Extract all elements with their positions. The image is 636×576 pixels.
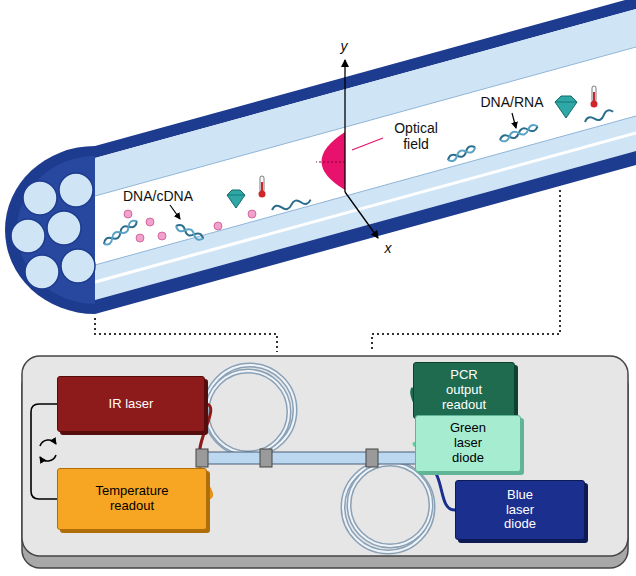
drawing-part <box>584 109 614 125</box>
drawing-part <box>40 455 56 461</box>
drawing-part <box>175 223 205 241</box>
leader-line <box>170 205 180 219</box>
tube-end-cap <box>5 146 95 314</box>
thermometer-icon <box>591 86 598 108</box>
box-label: Temperature readout <box>82 484 182 514</box>
fiber-connector <box>196 449 432 467</box>
drawing-part <box>61 249 95 283</box>
dna-helix <box>499 124 539 143</box>
leader-line <box>352 138 383 150</box>
drawing-part <box>499 124 539 143</box>
drawing-part <box>447 145 477 163</box>
fiber-cores <box>11 173 95 289</box>
drawing-part <box>343 462 433 552</box>
thermometer-icon <box>259 176 266 198</box>
drawing-part <box>196 449 208 467</box>
box-label: Green laser diode <box>442 421 494 466</box>
drawing-part <box>592 86 596 102</box>
callout-label: Optical field <box>384 120 448 152</box>
drawing-part <box>207 371 289 453</box>
drawing-part <box>366 449 378 467</box>
drawing-part <box>23 181 57 215</box>
x-axis <box>345 192 378 238</box>
readout-box: Temperature readout <box>57 468 207 530</box>
feedback-icon <box>40 440 56 461</box>
tube-edge <box>95 116 636 265</box>
zoom-bracket <box>372 190 560 352</box>
drawing-part <box>214 222 222 230</box>
laser-box: Green laser diode <box>415 415 521 472</box>
leader-line <box>512 113 516 128</box>
axis-label: y <box>334 38 354 54</box>
drawing-part <box>136 234 144 242</box>
callout-label: DNA/cDNA <box>118 188 198 204</box>
drawing-part <box>349 464 431 546</box>
dna-helix <box>447 145 477 163</box>
primer-dots <box>124 210 256 242</box>
drawing-part <box>102 219 138 247</box>
tube-edge <box>95 47 636 196</box>
central-fiber <box>205 452 425 464</box>
drawing-part <box>260 176 264 192</box>
drawing-part <box>447 145 477 163</box>
drawing-part <box>259 191 266 198</box>
box-label: IR laser <box>109 397 154 412</box>
rna-strand <box>584 109 614 125</box>
drawing-part <box>271 197 311 213</box>
drawing-part <box>40 440 56 446</box>
diamond-icon <box>555 96 577 118</box>
drawing-part <box>555 96 577 118</box>
y-axis <box>344 60 345 192</box>
field-dotted-line <box>316 162 345 163</box>
laser-box: IR laser <box>57 376 205 432</box>
readout-box: PCR output readout <box>413 362 515 419</box>
drawing-part <box>349 464 431 546</box>
box-label: Blue laser diode <box>494 488 546 533</box>
drawing-part <box>591 101 598 108</box>
drawing-part <box>260 449 272 467</box>
drawing-part <box>59 173 93 207</box>
drawing-part <box>227 195 245 196</box>
drawing-part <box>11 219 45 253</box>
dna-helix <box>175 223 205 241</box>
drawing-part <box>47 211 81 245</box>
drawing-part <box>146 218 154 226</box>
drawing-part <box>158 232 166 240</box>
callout-label: DNA/RNA <box>474 94 550 110</box>
drawing-part <box>207 371 289 453</box>
laser-box: Blue laser diode <box>455 480 585 540</box>
box-label: PCR output readout <box>434 368 494 413</box>
drawing-part <box>555 102 577 103</box>
drawing-part <box>205 365 295 455</box>
fiber-coil <box>205 365 433 552</box>
drawing-part <box>343 462 433 552</box>
drawing-part <box>124 210 132 218</box>
feedback-connector <box>31 404 57 499</box>
drawing-part <box>227 190 245 208</box>
board <box>22 356 628 556</box>
tube-outer-bottom <box>95 151 636 314</box>
drawing-part <box>102 219 138 247</box>
dna-helix <box>102 219 138 247</box>
axis-label: x <box>380 240 396 256</box>
zoom-bracket <box>95 318 277 352</box>
drawing-part <box>25 255 59 289</box>
rna-strand <box>271 197 311 213</box>
optical-field <box>322 132 346 190</box>
diamond-icon <box>227 190 245 208</box>
tube-cladding-bottom <box>95 116 636 300</box>
tube-line <box>95 133 636 282</box>
drawing-part <box>205 365 295 455</box>
drawing-part <box>175 223 205 241</box>
drawing-part <box>499 124 539 143</box>
drawing-part <box>248 210 256 218</box>
